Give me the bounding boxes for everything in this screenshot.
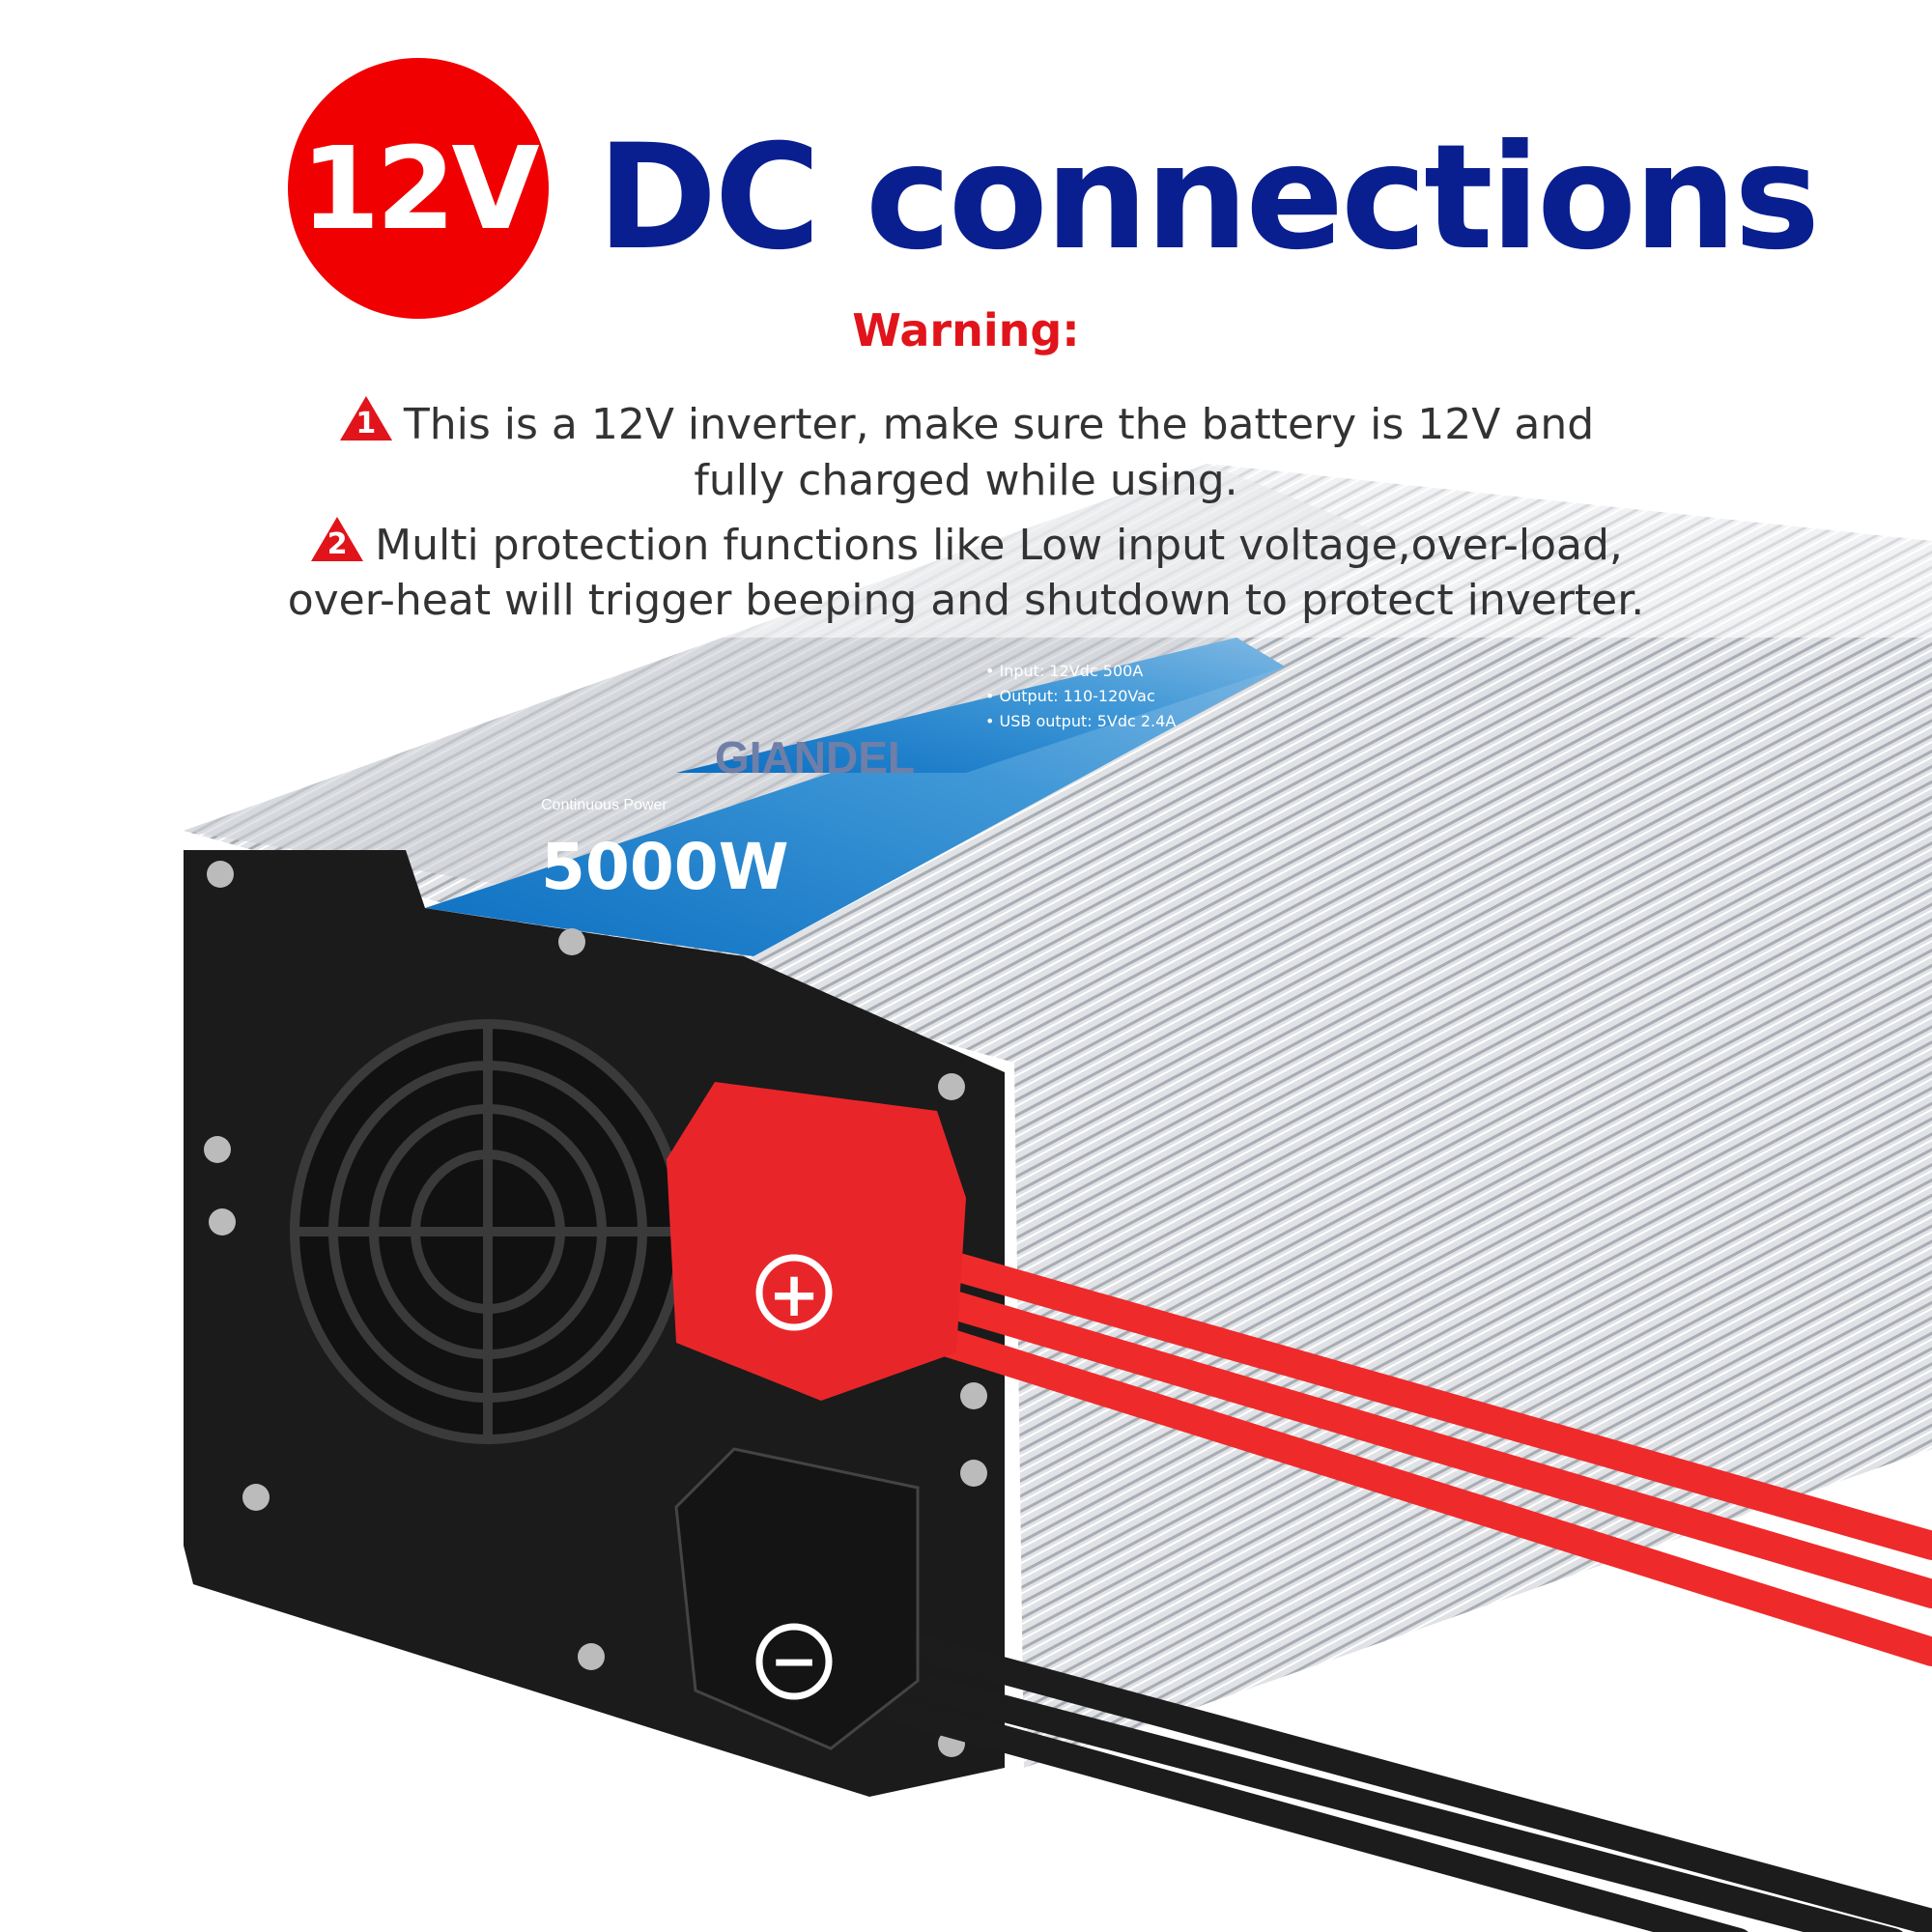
warning-triangle-icon: 1 xyxy=(338,394,394,442)
spec-line: • Output: 110-120Vac xyxy=(985,687,1155,705)
positive-terminal-icon: + xyxy=(667,1082,966,1401)
negative-terminal-icon: − xyxy=(674,1447,920,1750)
warning-heading: Warning: xyxy=(852,304,1080,356)
svg-text:+: + xyxy=(768,1260,820,1331)
product-label-upper xyxy=(676,638,1285,773)
warning-1-line-2: fully charged while using. xyxy=(694,456,1238,505)
continuous-power-label: Continuous Power xyxy=(541,797,668,813)
voltage-badge-text: 12V xyxy=(300,122,540,255)
fan-icon xyxy=(290,1019,686,1444)
screws xyxy=(204,861,987,1757)
warning-2-line-2: over-heat will trigger beeping and shutd… xyxy=(287,576,1645,625)
black-cables xyxy=(885,1629,1932,1932)
power-rating: 5000W xyxy=(541,830,789,904)
page-title: DC connections xyxy=(597,114,1820,282)
brand-logo: GIANDEL xyxy=(715,732,915,782)
spec-line: • USB output: 5Vdc 2.4A xyxy=(985,712,1176,730)
spec-line: • Input: 12Vdc 500A xyxy=(985,662,1143,680)
warning-triangle-icon: 2 xyxy=(309,515,365,563)
voltage-badge: 12V xyxy=(288,58,549,319)
red-cables xyxy=(903,1241,1932,1666)
svg-text:−: − xyxy=(770,1628,818,1695)
